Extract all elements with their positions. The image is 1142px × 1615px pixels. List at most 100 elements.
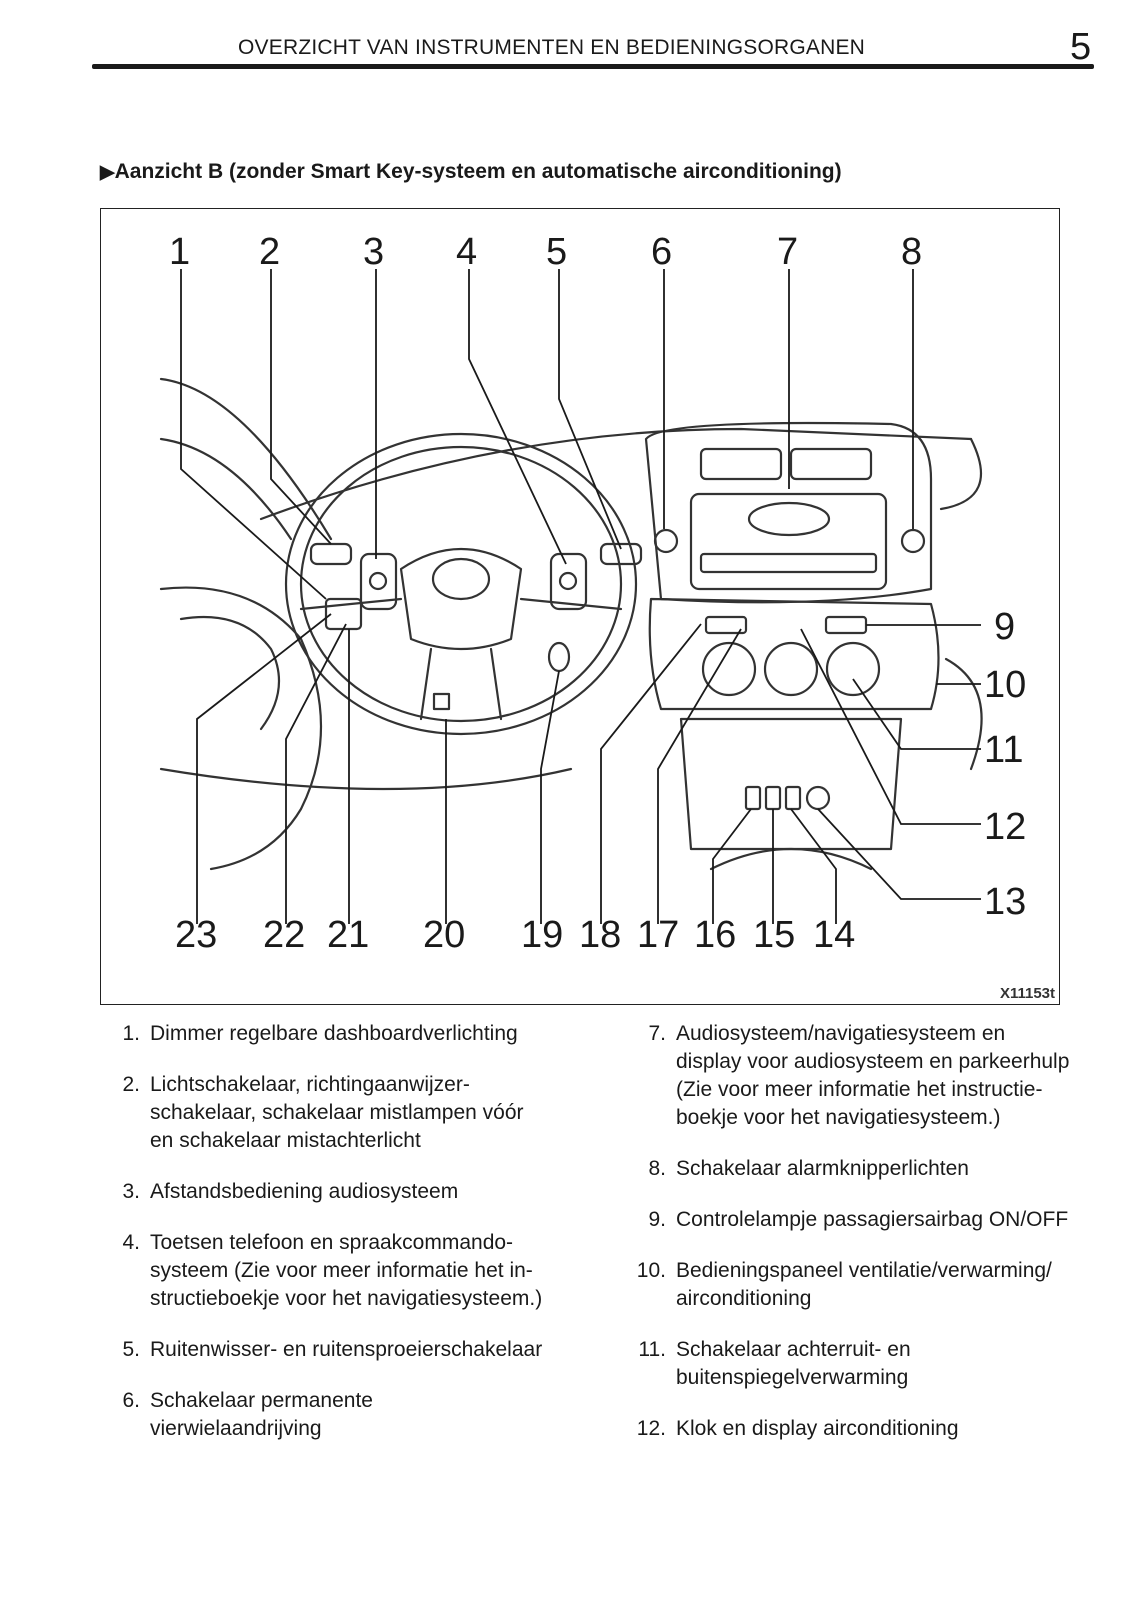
legend-item: 1. Dimmer regelbare dashboardverlichting (100, 1020, 580, 1048)
climate-knob-right (825, 641, 881, 697)
phone-switch (549, 552, 588, 611)
leader-12 (800, 628, 981, 825)
callout-13: 13 (984, 881, 1026, 923)
climate-knob-center (763, 641, 819, 697)
leader-11 (852, 678, 981, 750)
hazard-knob (900, 528, 926, 554)
4wd-knob-left (653, 528, 679, 554)
leader-14 (790, 808, 837, 924)
right-stalk (599, 542, 643, 566)
legend-item: 3.Afstandsbediening audiosysteem (100, 1178, 580, 1206)
legend-item-line: schakelaar, schakelaar mistlampen vóór (150, 1101, 524, 1124)
left-switch-knob (368, 571, 388, 591)
leader-1 (180, 269, 327, 600)
dashboard-figure: 1 2 3 4 5 6 7 8 9 10 11 12 13 14 15 16 1… (100, 208, 1060, 1005)
legend-item-number: 8. (648, 1157, 666, 1180)
legend-item-line: Afstandsbediening audiosysteem (150, 1180, 459, 1203)
spoke-right (519, 597, 623, 611)
legend-item-number: 5. (122, 1338, 140, 1361)
leader-23 (196, 613, 332, 924)
legend-item-line: Dimmer regelbare dashboardverlichting (150, 1022, 518, 1045)
legend-item-text: Schakelaar alarmknipperlichten (676, 1155, 1112, 1183)
legend-item-line: Schakelaar permanente (150, 1389, 373, 1412)
legend-item-line: display voor audiosysteem en parkeerhulp (676, 1050, 1070, 1073)
header-title: OVERZICHT VAN INSTRUMENTEN EN BEDIENINGS… (238, 36, 866, 59)
callout-5: 5 (546, 231, 567, 273)
legend-item-text: Afstandsbediening audiosysteem (150, 1178, 580, 1206)
legend-item-line: Schakelaar achterruit- en (676, 1338, 911, 1361)
callout-15: 15 (753, 914, 795, 956)
legend-item-number: 11. (638, 1338, 666, 1361)
key-slot (432, 692, 451, 711)
legend-item-number: 7. (648, 1022, 666, 1045)
legend-item-text: Klok en display airconditioning (676, 1415, 1112, 1443)
legend-item-text: Toetsen telefoon en spraakcommando-syste… (150, 1229, 580, 1313)
callout-8: 8 (901, 231, 922, 273)
steering-wheel-rim-inner (299, 445, 623, 723)
legend-item-line: en schakelaar mistachterlicht (150, 1129, 421, 1152)
legend-item-line: Schakelaar alarmknipperlichten (676, 1157, 969, 1180)
legend-item-line: Bedieningspaneel ventilatie/verwarming/ (676, 1259, 1052, 1282)
legend-item-text: Dimmer regelbare dashboardverlichting (150, 1020, 580, 1048)
legend-item-text: Lichtschakelaar, richtingaanwijzer-schak… (150, 1071, 580, 1155)
legend-item-line: Lichtschakelaar, richtingaanwijzer- (150, 1073, 470, 1096)
lower-console (679, 717, 903, 851)
steering-hub (399, 547, 523, 651)
right-dash-line (939, 437, 983, 511)
legend-item: 10.Bedieningspaneel ventilatie/verwarmin… (612, 1257, 1112, 1313)
legend-item-line: Controlelampje passagiersairbag ON/OFF (676, 1208, 1069, 1231)
spoke-bottom (419, 647, 503, 721)
leader-2 (270, 269, 332, 545)
legend-item-number: 2. (122, 1073, 140, 1096)
leader-5 (558, 269, 622, 550)
center-vent-right (789, 447, 873, 481)
lower-dash-line (159, 767, 573, 791)
climate-knob-left (701, 641, 757, 697)
legend-item-text: Bedieningspaneel ventilatie/verwarming/a… (676, 1257, 1112, 1313)
legend-item-line: Toetsen telefoon en spraakcommando- (150, 1231, 514, 1254)
dashboard-illustration: 1 2 3 4 5 6 7 8 9 10 11 12 13 14 15 16 1… (159, 231, 1026, 956)
callout-1: 1 (169, 231, 190, 273)
legend-item-line: (Zie voor meer informatie het instructie… (676, 1078, 1043, 1101)
leader-22 (285, 623, 347, 924)
center-vent-left (699, 447, 783, 481)
steering-wheel-rim (284, 432, 638, 736)
legend-list-left: 1. Dimmer regelbare dashboardverlichting 2… (100, 1020, 580, 1466)
airbag-indicator-left (704, 615, 748, 635)
legend-item-line: vierwielaandrijving (150, 1417, 322, 1440)
legend-item-text: Ruitenwisser- en ruitensproeierschakelaa… (150, 1336, 580, 1364)
legend-item-number: 12. (636, 1417, 666, 1440)
callout-19: 19 (521, 914, 563, 956)
power-outlet (805, 785, 831, 811)
callout-4: 4 (456, 231, 477, 273)
page-number: 5 (1070, 26, 1092, 68)
callout-20: 20 (423, 914, 465, 956)
legend-item-line: Audiosysteem/navigatiesysteem en (676, 1022, 1006, 1045)
legend-item-number: 6. (122, 1389, 140, 1412)
legend-item-line: structieboekje voor het navigatiesysteem… (150, 1287, 543, 1310)
left-stalk (309, 542, 353, 566)
callout-23: 23 (175, 914, 217, 956)
console-switch-2 (764, 785, 782, 811)
legend-item-number: 1. (122, 1022, 140, 1045)
4wd-button (547, 641, 571, 673)
callout-17: 17 (637, 914, 679, 956)
legend-item: 4.Toetsen telefoon en spraakcommando-sys… (100, 1229, 580, 1313)
legend-item-line: Ruitenwisser- en ruitensproeierschakelaa… (150, 1338, 543, 1361)
legend-item-text: Audiosysteem/navigatiesysteem en display … (676, 1020, 1112, 1132)
legend-item: 5. Ruitenwisser- en ruitensproeierschakel… (100, 1336, 580, 1364)
callout-9: 9 (994, 606, 1015, 648)
audio-buttons-row (699, 552, 878, 574)
legend-item-number: 9. (648, 1208, 666, 1231)
legend-item: 7. Audiosysteem/navigatiesysteem en displa… (612, 1020, 1112, 1132)
legend-list-right: 7. Audiosysteem/navigatiesysteem en displa… (612, 1020, 1112, 1466)
legend-item: 6. Schakelaar permanente vierwielaandrijvi… (100, 1387, 580, 1443)
legend-item: 9. Controlelampje passagiersairbag ON/OFF (612, 1206, 1112, 1234)
callout-12: 12 (984, 806, 1026, 848)
callout-11: 11 (984, 729, 1023, 771)
a-pillar-line-2 (159, 437, 293, 541)
legend-item-line: systeem (Zie voor meer informatie het in… (150, 1259, 533, 1282)
legend-item: 12. Klok en display airconditioning (612, 1415, 1112, 1443)
legend-item: 8. Schakelaar alarmknipperlichten (612, 1155, 1112, 1183)
